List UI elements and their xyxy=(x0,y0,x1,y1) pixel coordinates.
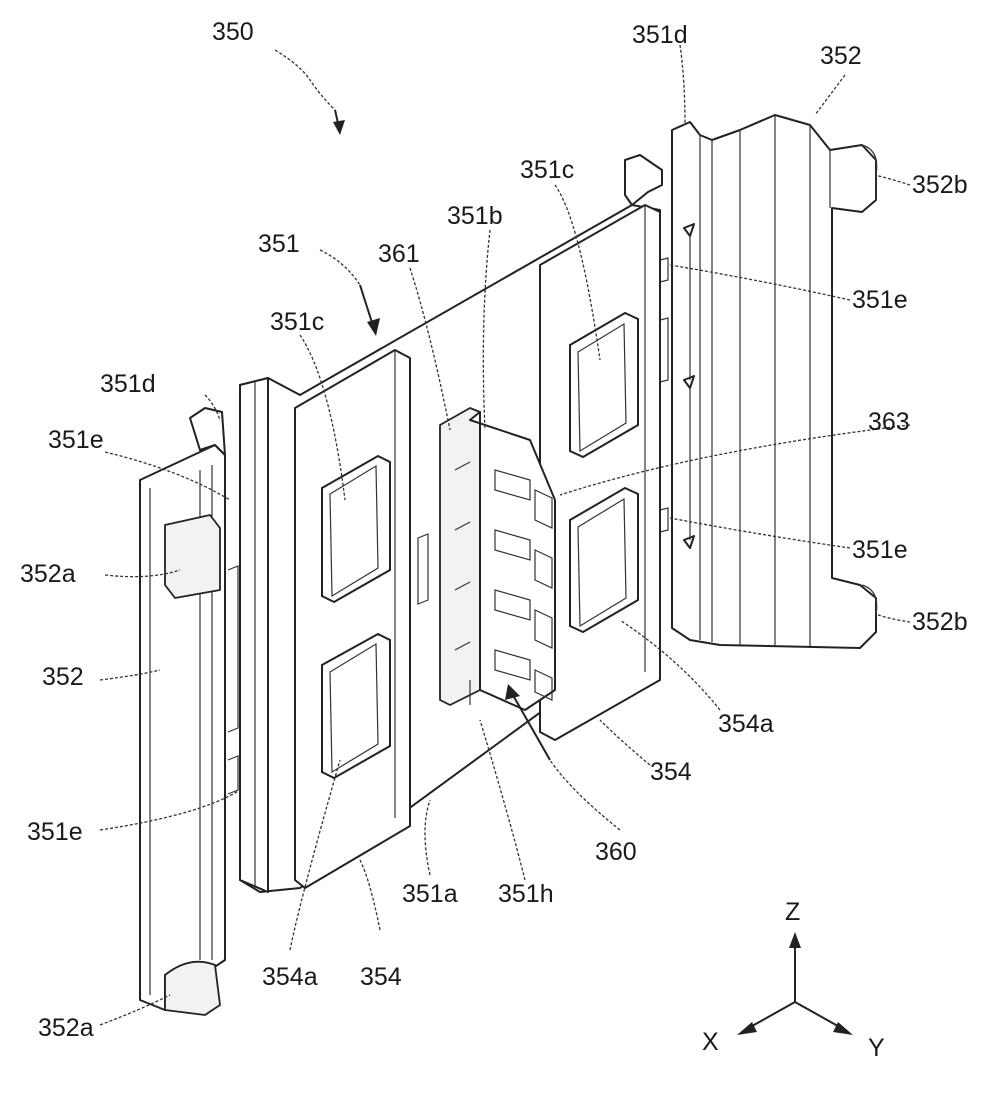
label-351d-right: 351d xyxy=(632,21,688,49)
label-354-right: 354 xyxy=(650,758,692,786)
label-363: 363 xyxy=(868,408,910,436)
label-354a-right: 354a xyxy=(718,710,774,738)
label-352a-bottom: 352a xyxy=(38,1014,94,1042)
label-354a-left: 354a xyxy=(262,963,318,991)
label-351d-left: 351d xyxy=(100,370,156,398)
label-351e-left-bottom: 351e xyxy=(27,818,83,846)
label-351e-left-top: 351e xyxy=(48,426,104,454)
label-351c-right: 351c xyxy=(520,156,574,184)
label-351h: 351h xyxy=(498,880,554,908)
axis-label-y: Y xyxy=(868,1034,885,1062)
label-351b: 351b xyxy=(447,202,503,230)
label-352b-bottom: 352b xyxy=(912,608,968,636)
label-354-left: 354 xyxy=(360,963,402,991)
label-351c-left: 351c xyxy=(270,308,324,336)
label-352-right: 352 xyxy=(820,42,862,70)
label-352a-top: 352a xyxy=(20,560,76,588)
right-rail-352 xyxy=(672,115,877,648)
label-360: 360 xyxy=(595,838,637,866)
label-351: 351 xyxy=(258,230,300,258)
label-351e-right-top: 351e xyxy=(852,286,908,314)
label-352b-top: 352b xyxy=(912,171,968,199)
left-panel-354 xyxy=(295,350,410,888)
label-361: 361 xyxy=(378,240,420,268)
axis-label-z: Z xyxy=(785,898,800,926)
coordinate-axes: Z X Y xyxy=(702,898,885,1062)
left-rail-352 xyxy=(140,408,238,1015)
axis-label-x: X xyxy=(702,1028,719,1056)
label-350: 350 xyxy=(212,18,254,46)
label-352-left: 352 xyxy=(42,663,84,691)
label-351e-right-bottom: 351e xyxy=(852,536,908,564)
label-351a: 351a xyxy=(402,880,458,908)
